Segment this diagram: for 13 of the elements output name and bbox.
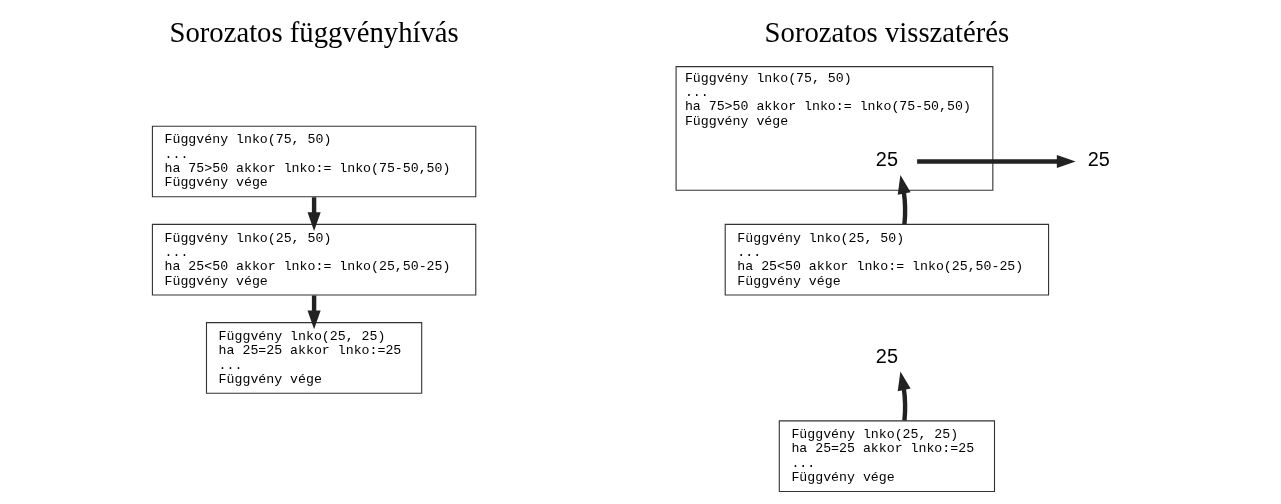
arrow xyxy=(917,154,1076,169)
node-text: 25 xyxy=(875,148,898,171)
node-text: 25 xyxy=(875,344,898,367)
node-box: Függvény lnko(25, 50) ... ha 25<50 akkor lnko:= lnko(25,50-25) Függvény vége xyxy=(151,223,477,296)
node-text: 25 xyxy=(1087,148,1110,171)
node-box: Függvény lnko(25, 25) ha 25=25 akkor lnko:=25 ... Függvény vége xyxy=(778,420,996,493)
label: Sorozatos visszatérés xyxy=(764,16,1010,49)
arrow xyxy=(897,371,911,421)
node-box: Függvény lnko(25, 25) ha 25=25 akkor lnko:=25 ... Függvény vége xyxy=(205,322,423,394)
label: Sorozatos függvényhívás xyxy=(169,16,459,49)
node-box: Függvény lnko(25, 50) ... ha 25<50 akkor lnko:= lnko(25,50-25) Függvény vége xyxy=(724,223,1050,296)
node-box: Függvény lnko(75, 50) ... ha 75>50 akkor lnko:= lnko(75-50,50) Függvény vége xyxy=(151,125,477,198)
arrow xyxy=(897,175,911,225)
